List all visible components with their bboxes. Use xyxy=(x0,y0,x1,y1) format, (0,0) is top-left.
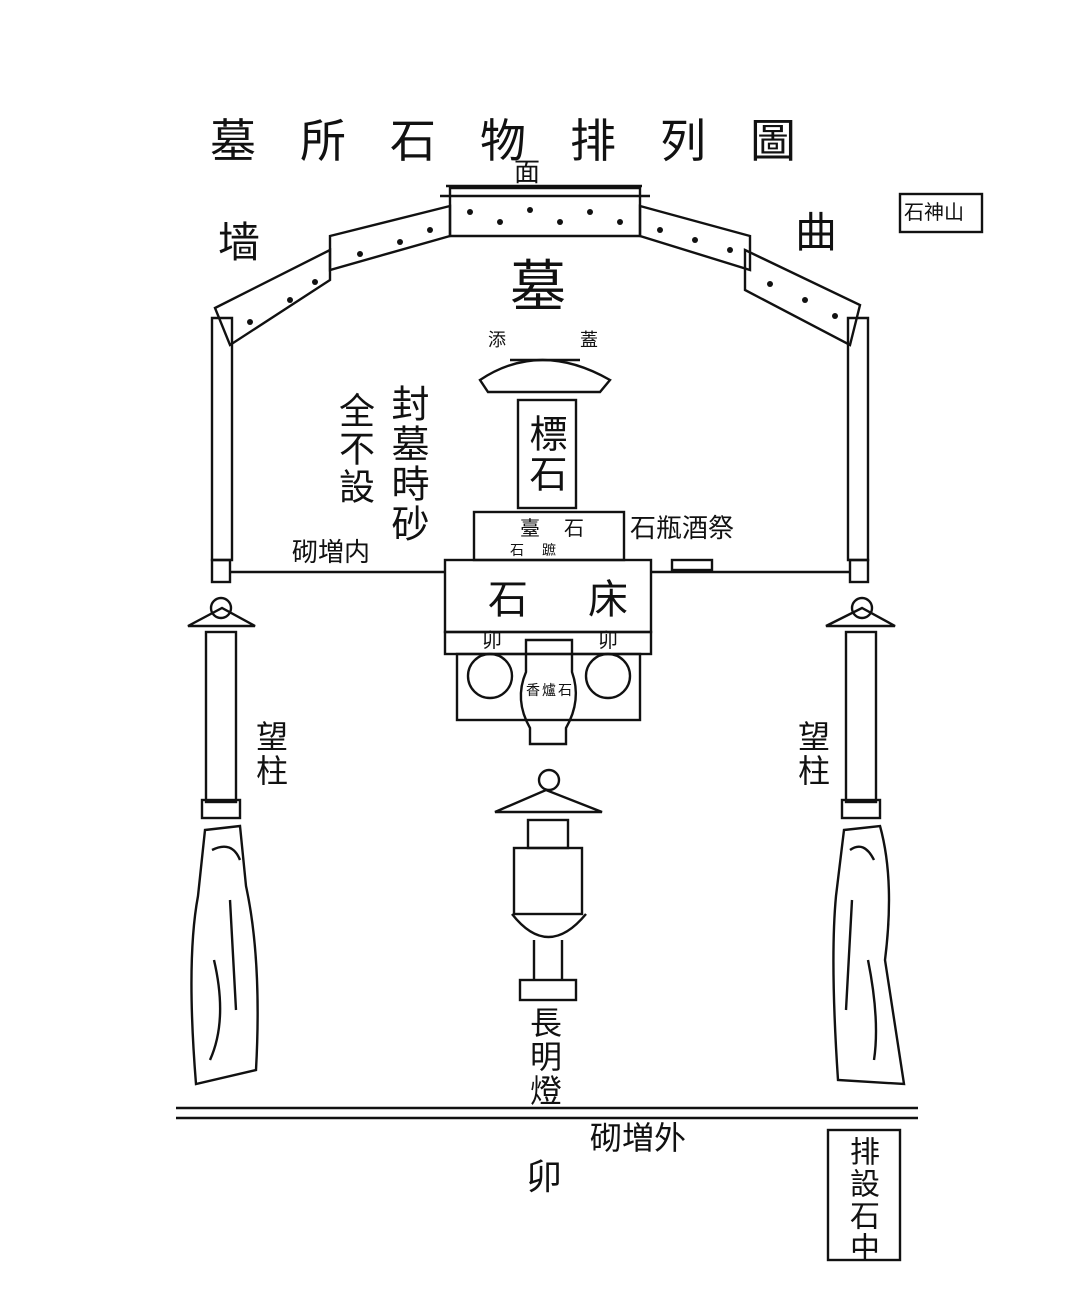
diagram-title: 墓所石物排列圖 xyxy=(210,114,840,168)
outer-mark-label: 卯 xyxy=(526,1157,563,1198)
wall-roof-right-lower xyxy=(743,248,862,347)
pillar-right-cap xyxy=(825,606,896,628)
table-mark-left: 卯 xyxy=(482,628,502,652)
sealing-note-1: 封墓時砂 xyxy=(385,384,429,544)
wall-post-right xyxy=(846,316,870,562)
pillar-left-label: 望柱 xyxy=(251,720,289,788)
pillar-right-shaft xyxy=(844,630,878,804)
lamp-base xyxy=(518,978,578,1002)
pillar-left-shaft xyxy=(204,630,238,804)
capstone xyxy=(478,358,612,394)
wall-post-left xyxy=(210,316,234,562)
sacrificial-vessel-label: 祭酒瓶石 xyxy=(630,514,735,544)
capstone-label: 蓋 xyxy=(580,330,598,351)
tomb-label: 墓 xyxy=(510,255,566,320)
outer-steps-label: 外増砌 xyxy=(590,1119,687,1157)
side-box-label: 排設石中 xyxy=(844,1136,879,1264)
curved-wall-label: 曲 xyxy=(795,208,838,257)
incense-stone xyxy=(519,638,578,746)
stone-table-label: 石床 xyxy=(488,577,688,623)
side-box-frame xyxy=(826,1128,902,1262)
marker-stone-label: 標石 xyxy=(523,414,567,494)
wall-roof-left-lower xyxy=(213,248,332,347)
corner-box-label: 山神石 xyxy=(904,200,964,224)
pillar-right-label: 望柱 xyxy=(793,720,831,788)
table-mark-right: 卯 xyxy=(598,628,618,652)
marker-stone xyxy=(516,398,578,510)
stone-table-base xyxy=(443,630,653,656)
outer-ground-line xyxy=(176,1106,918,1120)
corner-box-frame xyxy=(898,192,984,234)
incense-stone-label: 香爐石 xyxy=(526,683,574,699)
platform-base-label: 石蹠 xyxy=(510,543,574,559)
back-label: 面 xyxy=(514,158,541,188)
statue-right xyxy=(832,824,906,1086)
pillar-left-cap xyxy=(187,606,256,628)
wall-roof-left-upper xyxy=(328,204,452,272)
lamp-roof xyxy=(494,788,603,814)
platform-stone-label: 臺石 xyxy=(520,516,608,540)
statue-left xyxy=(190,824,259,1086)
wall-roof-right-upper xyxy=(638,204,752,272)
wall-label: 墙 xyxy=(218,218,261,267)
sealing-note-2: 全不設 xyxy=(333,392,374,506)
capstone-note: 添 xyxy=(488,330,506,351)
inner-steps-label: 内増砌 xyxy=(292,538,371,568)
lamp-label: 長明燈 xyxy=(525,1006,563,1108)
